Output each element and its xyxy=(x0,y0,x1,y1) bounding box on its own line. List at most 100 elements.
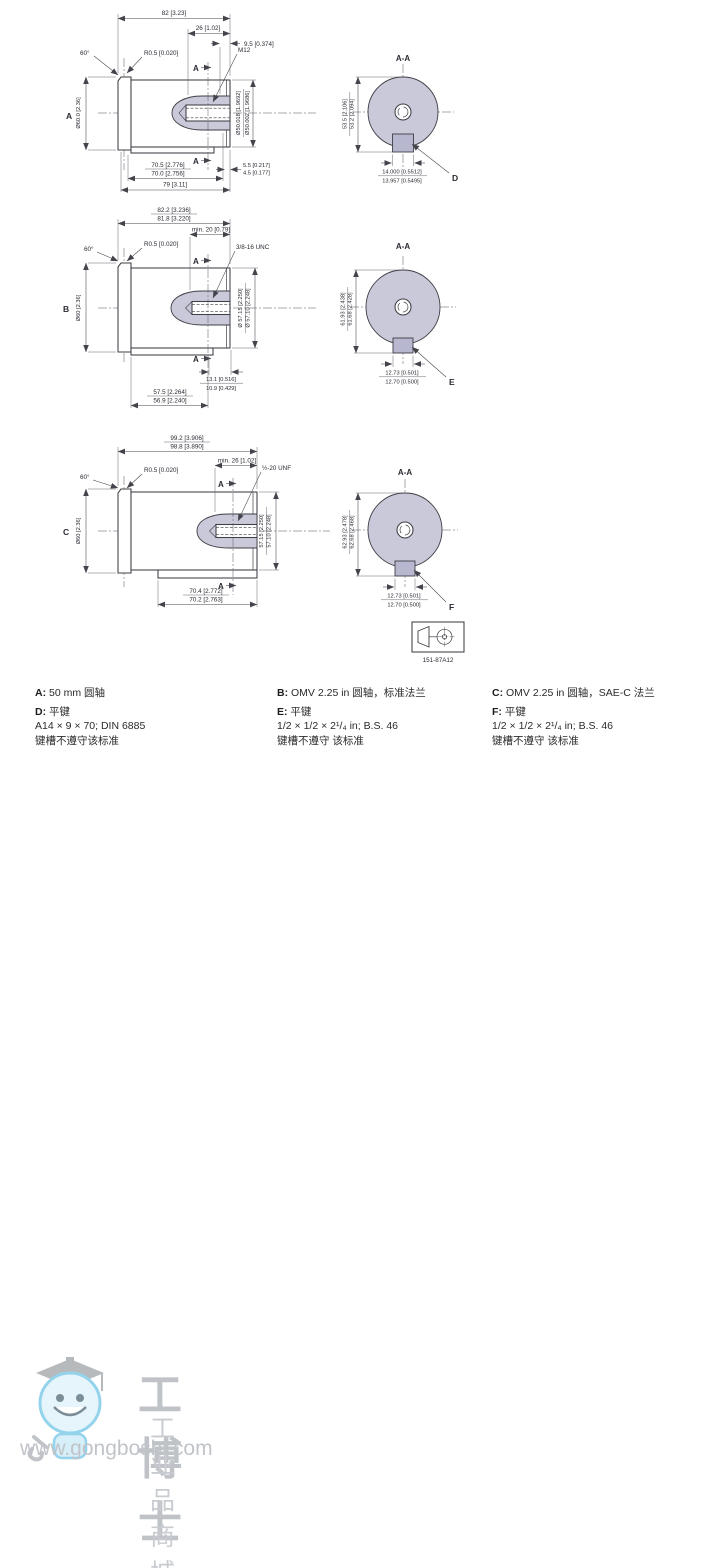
dim-shaft-diameter-upper: Ø 57.15 [2.250] xyxy=(238,288,244,328)
drawing-page: A A A 60° R0.5 [0.020] M12 82 [3.23] 26 … xyxy=(20,10,655,1568)
watermark-subtitle-text: 工业品商城 xyxy=(150,1415,183,1568)
dim-section-height-lower: 61.68 [2.428] xyxy=(348,292,354,326)
dim-total-top: 82 [3.23] xyxy=(162,10,187,17)
shaft-collar xyxy=(117,76,132,151)
fillet-radius-label: R0.5 [0.020] xyxy=(144,241,179,248)
motor-symbol-icon xyxy=(417,625,455,648)
ref-letter: C: xyxy=(492,687,504,699)
shaft-collar xyxy=(117,262,132,353)
note-line: 键槽不遵守该标准 xyxy=(35,735,119,748)
dim-key-width-upper: 14.000 [0.5512] xyxy=(382,170,422,176)
dim-shaft-diameter-lower: Ø50.002 [1.9686] xyxy=(245,91,251,135)
ref-text: 平键 xyxy=(290,705,312,718)
section-title: A-A xyxy=(396,54,410,63)
dim-section-height-upper: 61.93 [2.438] xyxy=(341,292,347,326)
ref-text: 50 mm 圆轴 xyxy=(49,687,106,699)
watermark-url-text: www.gongboshi.com xyxy=(20,1437,213,1460)
note-line: 1/2 × 1/2 × 2¹/₄ in; B.S. 46 xyxy=(492,720,614,733)
threaded-hole xyxy=(215,523,258,539)
note-column-a: A: 50 mm 圆轴 D: 平键 A14 × 9 × 70; DIN 6885… xyxy=(35,686,145,749)
dim-shaft-diameter-upper: 57.15 [2.250] xyxy=(259,514,265,548)
dim-collar-diameter: Ø60.0 [2.36] xyxy=(76,97,82,129)
dim-shaft-diameter-lower: 57.10 [2.248] xyxy=(267,514,273,548)
section-view-a: A-A 53.5 [2.106] 53.2 [2.094] 14.000 [0.… xyxy=(343,54,459,185)
projection-symbol-box: 151-87A12 xyxy=(411,621,465,664)
dim-shaft-length-lower: 70.0 [2.756] xyxy=(151,171,185,178)
shaft-side-view-c: C A A 60° R0.5 [0.020] ½-20 UNF 99.2 [3.… xyxy=(63,435,330,608)
dim-shaft-length-lower: 70.2 [2.763] xyxy=(189,597,223,604)
dim-shaft-length-upper: 70.4 [2.772] xyxy=(189,588,223,595)
dim-shaft-length-lower: 56.9 [2.240] xyxy=(153,398,187,405)
ref-text: 平键 xyxy=(504,705,526,718)
chamfer-angle-label: 60° xyxy=(80,473,90,481)
note-column-b: B: OMV 2.25 in 圆轴，标准法兰 E: 平键 1/2 × 1/2 ×… xyxy=(277,686,426,749)
drawing-code: 151-87A12 xyxy=(423,657,454,664)
note-line: D: 平键 xyxy=(35,705,145,720)
dim-section-height-lower: 53.2 [2.094] xyxy=(350,99,356,129)
note-line: E: 平键 xyxy=(277,705,426,720)
threaded-hole xyxy=(191,300,231,316)
note-line: C: OMV 2.25 in 圆轴，SAE-C 法兰 xyxy=(492,686,655,701)
note-line: 键槽不遵守 该标准 xyxy=(492,735,579,748)
dim-shaft-length-upper: 70.5 [2.776] xyxy=(151,162,185,169)
dim-total-top-upper: 82.2 [3.236] xyxy=(157,207,191,214)
chamfer-angle-label: 60° xyxy=(80,49,90,57)
key-block xyxy=(392,133,414,153)
dim-total-bottom: 79 [3.11] xyxy=(163,182,187,189)
dim-key-width-lower: 12.70 [0.500] xyxy=(387,603,421,609)
note-line: F: 平键 xyxy=(492,705,655,720)
center-hole xyxy=(394,298,412,316)
cut-label-bottom: A xyxy=(193,355,199,364)
dim-step-upper: 5.5 [0.217] xyxy=(243,163,270,169)
dim-key-offset-lower: 10.9 [0.429] xyxy=(206,386,236,392)
dim-section-height-upper: 62.93 [2.478] xyxy=(343,515,349,549)
shaft-side-view-b: B A A 60° R0.5 [0.020] 3/8-16 UNC 82.2 [… xyxy=(63,207,316,409)
ref-text: OMV 2.25 in 圆轴，标准法兰 xyxy=(291,687,426,699)
dim-collar-diameter: Ø60 [2.36] xyxy=(76,517,82,544)
ref-letter: B: xyxy=(277,687,289,699)
view-label: C xyxy=(63,527,69,537)
dim-total-top-upper: 99.2 [3.906] xyxy=(170,435,204,442)
cut-label-top: A xyxy=(218,480,224,489)
shaft-step xyxy=(157,569,258,579)
center-hole xyxy=(396,521,414,539)
note-line: 1/2 × 1/2 × 2¹/₄ in; B.S. 46 xyxy=(277,720,399,733)
shaft-step xyxy=(130,146,215,154)
watermark-brand-text: 工博士 xyxy=(138,1371,192,1548)
note-line: A14 × 9 × 70; DIN 6885 xyxy=(35,720,146,733)
dim-total-top-lower: 81.8 [3.220] xyxy=(157,216,191,223)
technical-drawing-canvas: A A A 60° R0.5 [0.020] M12 82 [3.23] 26 … xyxy=(63,10,465,664)
key-block xyxy=(392,337,414,354)
fillet-radius-label: R0.5 [0.020] xyxy=(144,50,179,57)
key-ref-label: F xyxy=(449,602,454,612)
dim-collar-diameter: Ø60 [2.36] xyxy=(76,294,82,321)
fillet-radius-label: R0.5 [0.020] xyxy=(144,467,179,474)
shaft-collar xyxy=(117,488,132,574)
dim-shaft-length-upper: 57.5 [2.264] xyxy=(153,389,187,396)
key-ref-label: D xyxy=(452,173,458,183)
note-line: B: OMV 2.25 in 圆轴，标准法兰 xyxy=(277,686,426,701)
dim-section-height-lower: 62.68 [2.468] xyxy=(350,515,356,549)
note-line: 键槽不遵守 该标准 xyxy=(277,735,364,748)
dim-total-top-lower: 98.8 [3.890] xyxy=(170,444,204,451)
thread-label: ½-20 UNF xyxy=(262,464,291,472)
section-title: A-A xyxy=(396,242,410,251)
section-title: A-A xyxy=(398,468,412,477)
dim-section-height-upper: 53.5 [2.106] xyxy=(343,99,349,129)
ref-letter: A: xyxy=(35,687,47,699)
dim-key-width-lower: 13.957 [0.5495] xyxy=(382,179,422,185)
ref-letter: E: xyxy=(277,705,288,718)
cut-label-top: A xyxy=(193,64,199,73)
dim-min-depth: min. 26 [1.02] xyxy=(218,458,256,465)
dim-key-width-lower: 12.70 [0.500] xyxy=(385,380,419,386)
dim-shaft-diameter-upper: Ø50.018 [1.9692] xyxy=(236,91,242,135)
cut-label-bottom: A xyxy=(218,582,224,591)
note-column-c: C: OMV 2.25 in 圆轴，SAE-C 法兰 F: 平键 1/2 × 1… xyxy=(492,686,655,749)
thread-label: 3/8-16 UNC xyxy=(236,244,270,251)
dim-step-lower: 4.5 [0.177] xyxy=(243,171,270,177)
ref-letter: D: xyxy=(35,705,47,718)
ref-text: 平键 xyxy=(49,705,71,718)
ref-letter: F: xyxy=(492,705,502,718)
dim-key-width-upper: 12.73 [0.501] xyxy=(385,371,419,377)
mascot-logo-icon xyxy=(27,1357,104,1462)
